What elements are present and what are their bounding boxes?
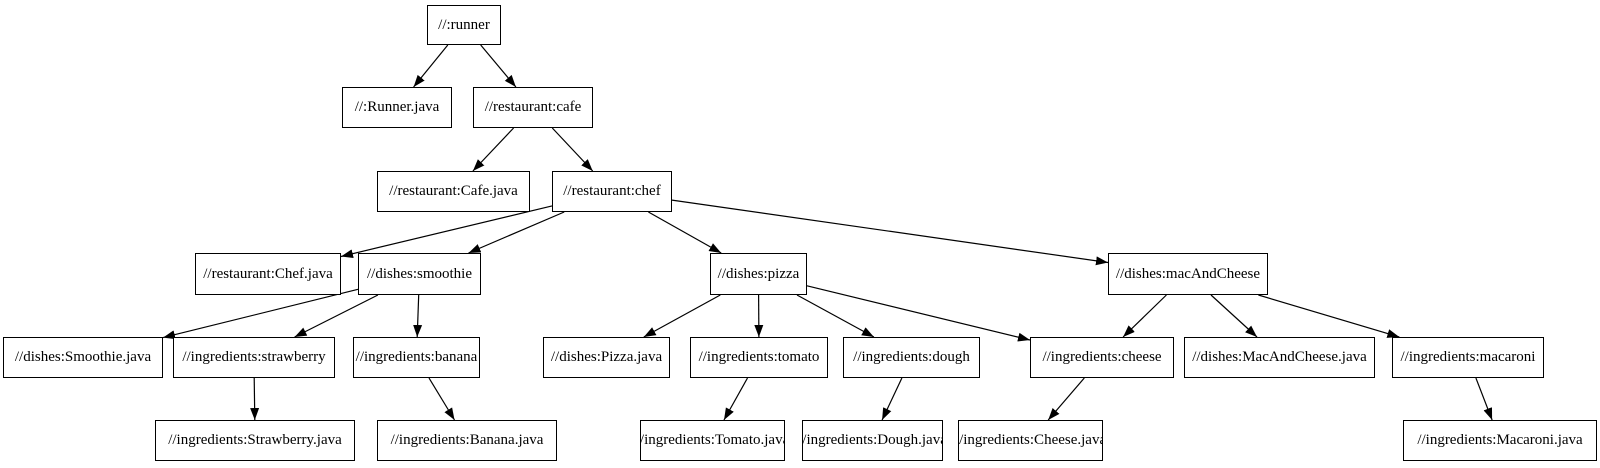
graph-node-cafe: //restaurant:cafe [473, 87, 593, 128]
graph-edge-pizza-to-cheese [806, 285, 1031, 342]
graph-edge-smoothie-to-strawberry [294, 294, 379, 338]
graph-edge-tomato-to-tomato-java [723, 377, 749, 421]
graph-edge-pizza-to-pizza-java [643, 294, 721, 338]
graph-node-macaroni-java: //ingredients:Macaroni.java [1403, 420, 1597, 461]
graph-edge-mac-and-cheese-to-macaroni [1258, 294, 1400, 338]
graph-node-tomato: //ingredients:tomato [690, 337, 828, 378]
graph-node-macaroni: //ingredients:macaroni [1392, 337, 1544, 378]
graph-edge-smoothie-to-banana [413, 294, 423, 338]
graph-node-tomato-java: //ingredients:Tomato.java [640, 420, 785, 461]
graph-node-banana: //ingredients:banana [353, 337, 480, 378]
graph-node-mac-and-cheese: //dishes:macAndCheese [1108, 253, 1268, 295]
graph-node-runner: //:runner [427, 5, 501, 45]
graph-edge-chef-to-pizza [648, 211, 722, 254]
graph-edge-runner-to-runner-java [413, 44, 449, 88]
graph-node-strawberry: //ingredients:strawberry [173, 337, 335, 378]
graph-edge-cafe-to-chef [551, 127, 594, 172]
graph-edge-pizza-to-dough [796, 294, 875, 338]
graph-node-dough: //ingredients:dough [843, 337, 980, 378]
graph-edge-chef-to-mac-and-cheese [671, 199, 1109, 266]
graph-edge-macaroni-to-macaroni-java [1475, 377, 1493, 421]
graph-node-chef: //restaurant:chef [552, 171, 672, 212]
graph-node-pizza: //dishes:pizza [710, 253, 807, 295]
graph-edge-banana-to-banana-java [428, 377, 456, 421]
graph-edge-cafe-to-cafe-java [472, 127, 515, 172]
graph-node-chef-java: //restaurant:Chef.java [195, 253, 341, 295]
graph-node-strawberry-java: //ingredients:Strawberry.java [155, 420, 355, 461]
graph-edge-runner-to-cafe [480, 44, 517, 88]
graph-node-smoothie-java: //dishes:Smoothie.java [3, 337, 163, 378]
graph-node-cafe-java: //restaurant:Cafe.java [377, 171, 530, 212]
graph-node-smoothie: //dishes:smoothie [358, 253, 481, 295]
graph-edge-cheese-to-cheese-java [1047, 377, 1085, 421]
graph-edge-smoothie-to-smoothie-java [162, 288, 359, 340]
graph-node-dough-java: //ingredients:Dough.java [802, 420, 943, 461]
graph-edge-strawberry-to-strawberry-java [250, 377, 260, 421]
graph-node-pizza-java: //dishes:Pizza.java [543, 337, 670, 378]
graph-node-banana-java: //ingredients:Banana.java [377, 420, 557, 461]
graph-edge-chef-to-chef-java [340, 205, 553, 259]
graph-node-mac-and-cheese-java: //dishes:MacAndCheese.java [1184, 337, 1375, 378]
graph-edge-chef-to-smoothie [468, 211, 565, 254]
graph-node-cheese-java: //ingredients:Cheese.java [958, 420, 1103, 461]
graph-node-cheese: //ingredients:cheese [1030, 337, 1174, 378]
graph-node-runner-java: //:Runner.java [342, 87, 452, 128]
graph-edge-dough-to-dough-java [881, 377, 903, 421]
graph-edge-mac-and-cheese-to-cheese [1122, 294, 1167, 338]
graph-edge-mac-and-cheese-to-mac-and-cheese-java [1210, 294, 1258, 338]
